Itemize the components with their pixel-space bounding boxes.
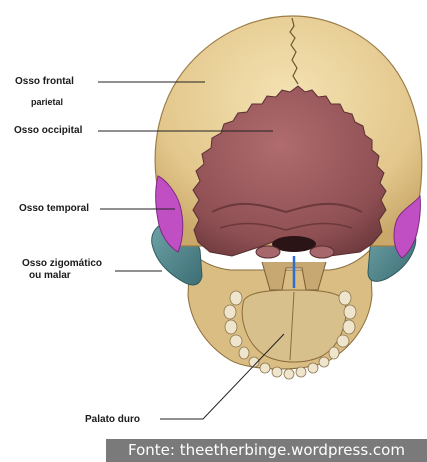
label-ou-malar: ou malar bbox=[29, 270, 71, 282]
occipital-condyle-right bbox=[310, 246, 334, 258]
label-palato-duro: Palato duro bbox=[85, 414, 140, 426]
label-osso-temporal: Osso temporal bbox=[19, 203, 89, 215]
label-osso-zigomatico: Osso zigomático bbox=[22, 258, 102, 270]
label-osso-occipital: Osso occipital bbox=[14, 125, 82, 137]
label-osso-frontal: Osso frontal bbox=[15, 76, 74, 88]
source-credit: Fonte: theetherbinge.wordpress.com bbox=[106, 439, 427, 462]
occipital-condyle-left bbox=[256, 246, 280, 258]
label-parietal: parietal bbox=[31, 96, 63, 108]
